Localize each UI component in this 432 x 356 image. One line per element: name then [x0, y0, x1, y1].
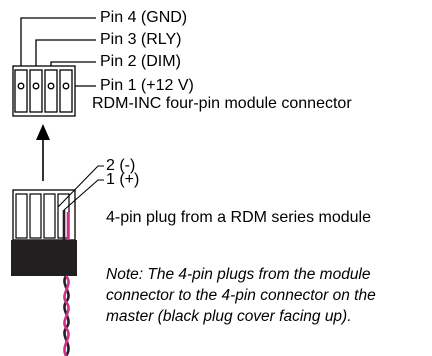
plug-caption: 4-pin plug from a RDM series module [106, 209, 371, 226]
pin-4-label: Pin 4 (GND) [100, 9, 188, 26]
wire-2-label: 2 (-) [106, 157, 136, 174]
connector-slot-4 [14, 69, 28, 113]
pin-3-label: Pin 3 (RLY) [100, 31, 182, 48]
leader-pin-3 [35, 39, 96, 66]
leader-wire-2 [57, 165, 104, 208]
connector-pin-1 [62, 82, 70, 90]
leader-pin-2 [50, 61, 96, 66]
connector-pin-3 [32, 82, 40, 90]
installation-note: Note: The 4-pin plugs from the module co… [106, 266, 376, 325]
plug-slot-2 [43, 193, 56, 239]
pin-2-label: Pin 2 (DIM) [100, 53, 181, 70]
connector-pin-2 [47, 82, 55, 90]
leader-pin-4 [20, 17, 96, 66]
leader-wire-1 [63, 179, 104, 211]
connector-slot-1 [59, 69, 73, 113]
insert-arrow [36, 124, 50, 181]
connector-slot-2 [44, 69, 58, 113]
connector-pin-4 [17, 82, 25, 90]
connector-caption: RDM-INC four-pin module connector [92, 95, 352, 112]
module-plug [11, 165, 104, 356]
plug-slot-4 [15, 193, 28, 239]
pin-1-label: Pin 1 (+12 V) [100, 77, 194, 94]
module-connector [12, 17, 96, 117]
wire-1-label: 1 (+) [106, 171, 140, 188]
plug-cover [11, 240, 77, 276]
cable-pink [63, 275, 70, 356]
connector-slot-3 [29, 69, 43, 113]
plug-slot-3 [29, 193, 42, 239]
